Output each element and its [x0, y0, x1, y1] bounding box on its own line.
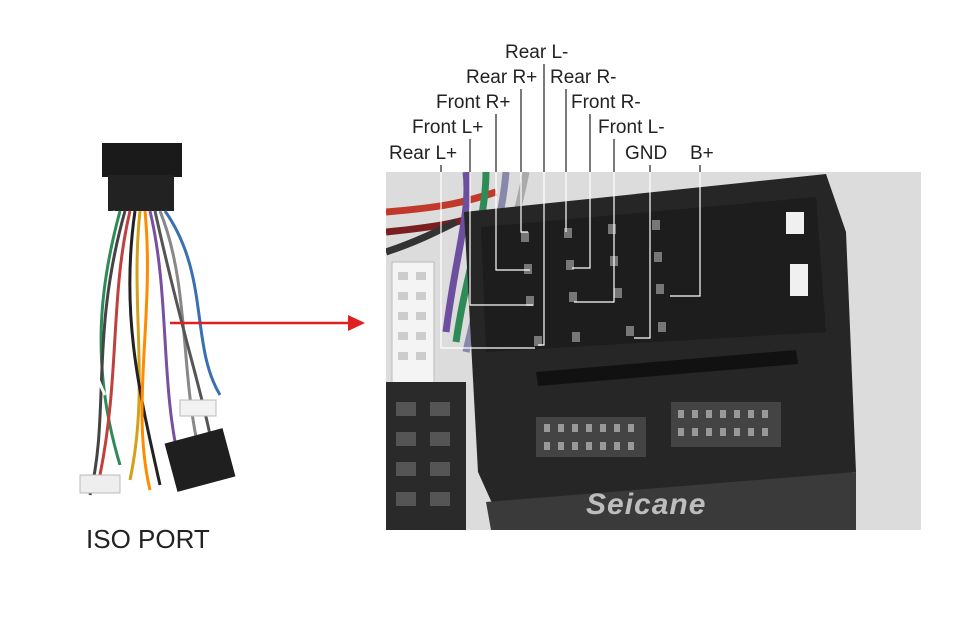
pin-label-rear-r-plus: Rear R+ [466, 67, 538, 88]
pin-label-front-l-plus: Front L+ [412, 117, 484, 138]
pin-label-rear-r-minus: Rear R- [550, 67, 617, 88]
pin-label-rear-l-plus: Rear L+ [389, 143, 458, 164]
pin-label-front-r-plus: Front R+ [436, 92, 511, 113]
pin-label-front-r-minus: Front R- [571, 92, 641, 113]
pin-label-rear-l-minus: Rear L- [505, 42, 569, 63]
connector-photo: Seicane [386, 172, 921, 530]
pin-label-front-l-minus: Front L- [598, 117, 665, 138]
wiring-harness-photo [60, 135, 250, 515]
iso-port-caption: ISO PORT [86, 524, 210, 554]
pin-label-gnd: GND [625, 143, 668, 164]
red-arrow-icon [170, 315, 365, 331]
pin-label-b-plus: B+ [690, 143, 714, 164]
seicane-watermark: Seicane [586, 488, 707, 521]
